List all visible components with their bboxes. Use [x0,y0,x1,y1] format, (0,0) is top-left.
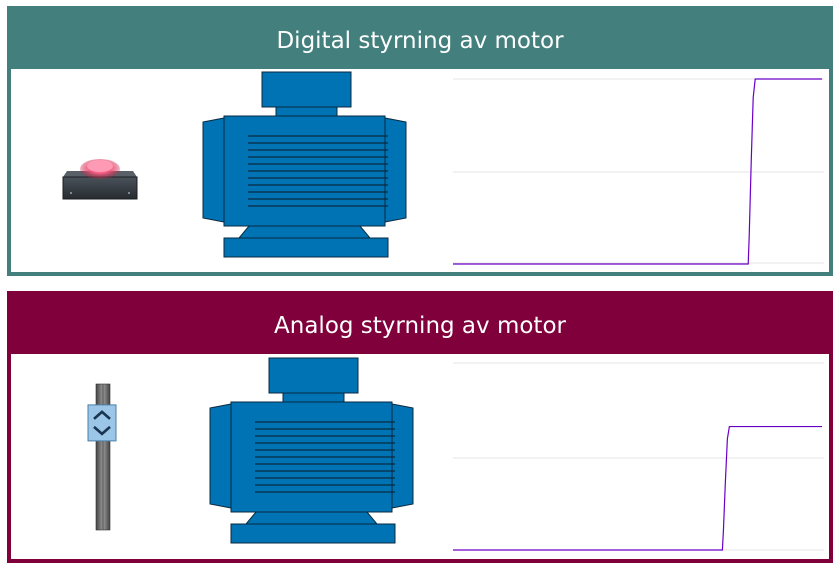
panel-title: Analog styrning av motor [11,295,829,354]
trend-chart [453,78,824,265]
trend-line [453,78,822,265]
panel-title: Digital styrning av motor [11,10,829,69]
trend-line [453,425,822,551]
vertical-slider[interactable] [85,383,121,532]
panel-body [11,354,829,559]
panel-body [11,69,829,272]
digital-control-panel: Digital styrning av motor [7,6,833,276]
electric-motor-icon [202,71,407,258]
trend-chart [453,362,824,551]
electric-motor-icon [209,357,414,544]
red-light-button-icon[interactable] [62,151,138,203]
analog-control-panel: Analog styrning av motor [7,291,833,563]
slider-handle-icon[interactable] [87,404,117,442]
